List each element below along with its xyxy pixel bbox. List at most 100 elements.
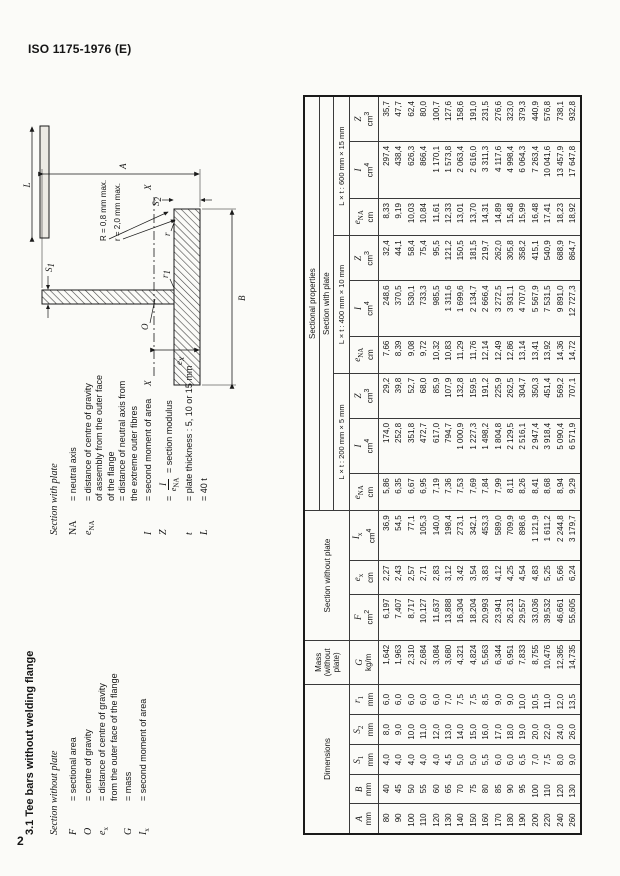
cell: 7,69 (467, 473, 481, 511)
cell: 1 170,1 (430, 141, 444, 199)
cell: 6,344 (492, 640, 506, 685)
label-x-right: X (143, 184, 153, 191)
cell: 589,0 (492, 510, 506, 561)
cell: 4,0 (378, 744, 394, 775)
cell: 3 931,1 (505, 280, 518, 337)
cell: 17,41 (542, 198, 555, 236)
cell: 9,0 (492, 684, 506, 715)
cell: 6,67 (405, 473, 419, 511)
cell: 8,94 (554, 473, 568, 511)
cell: 14,36 (554, 336, 568, 374)
definition-text: = second moment of area (137, 698, 148, 801)
definition-row: G= mass (123, 550, 135, 835)
col-group-mass: Mass (without plate) (304, 640, 350, 685)
cell: 23,941 (492, 594, 506, 641)
cell: 6,0 (430, 684, 444, 715)
cell: 7,5 (455, 684, 468, 715)
cell: 200 (529, 803, 543, 834)
definition-symbol: Z (157, 529, 169, 535)
cell: 4,25 (505, 560, 518, 595)
cell: 7,36 (443, 473, 456, 511)
cell: 6,951 (505, 640, 518, 685)
cell: 10,03 (405, 198, 419, 236)
definition-symbol: I (143, 531, 154, 535)
cell: 16,304 (455, 594, 468, 641)
cell: 60 (430, 774, 444, 804)
cell: 342,1 (467, 510, 481, 561)
cell: 985,5 (430, 280, 444, 337)
cell: 7,99 (492, 473, 506, 511)
cell: 4 998,4 (505, 141, 518, 199)
cell: 68,0 (418, 373, 431, 419)
cell: 18,92 (567, 198, 581, 236)
cell: 75 (467, 774, 481, 804)
cell: 6,35 (393, 473, 406, 511)
cell: 16,48 (529, 198, 543, 236)
cell: 95 (517, 774, 530, 804)
cell: 120 (430, 803, 444, 834)
cell: 13,14 (517, 336, 530, 374)
cell: 15,48 (505, 198, 518, 236)
cell: 12 727,3 (567, 280, 581, 337)
cell: 17,0 (492, 714, 506, 745)
cell: 4,0 (393, 744, 406, 775)
cell: 39,532 (542, 594, 555, 641)
cell: 2,57 (405, 560, 419, 595)
cell: 12,365 (554, 640, 568, 685)
cell: 6,0 (492, 744, 506, 775)
cell: 576,8 (542, 96, 555, 142)
cell: 2,71 (418, 560, 431, 595)
definition-row: Ix= second moment of area (138, 550, 154, 835)
cell: 62,4 (405, 96, 419, 142)
cell: 13,0 (443, 714, 456, 745)
cell: 11,0 (418, 714, 431, 745)
cell: 7,19 (430, 473, 444, 511)
cell: 191,0 (467, 96, 481, 142)
cell: 6,197 (378, 594, 394, 641)
cell: 9 891,0 (554, 280, 568, 337)
cell: 3 918,4 (542, 418, 555, 474)
cell: 6,0 (405, 684, 419, 715)
cell: 170 (492, 803, 506, 834)
cell: 240 (554, 803, 568, 834)
cell: 4,12 (492, 560, 506, 595)
cell: 4,824 (467, 640, 481, 685)
cell: 15,99 (517, 198, 530, 236)
cell: 11,637 (430, 594, 444, 641)
cell: 52,7 (405, 373, 419, 419)
cell: 10,476 (542, 640, 555, 685)
cell: 707,1 (567, 373, 581, 419)
definition-row: F= sectional area (68, 550, 80, 835)
cell: 20,993 (480, 594, 493, 641)
label-dim-B: B (237, 295, 247, 301)
cell: 3 272,5 (492, 280, 506, 337)
cell: 11,0 (542, 684, 555, 715)
cell: 3,54 (467, 560, 481, 595)
cell: 12,0 (430, 714, 444, 745)
definition-symbol: NA (68, 520, 79, 535)
cell: 140 (455, 803, 468, 834)
cell: 273,1 (455, 510, 468, 561)
cell: 3,83 (480, 560, 493, 595)
cell: 530,1 (405, 280, 419, 337)
cell: 70 (455, 774, 468, 804)
cell: 248,6 (378, 280, 394, 337)
cell: 4,0 (430, 744, 444, 775)
cell: 8,41 (529, 473, 543, 511)
tee-section (41, 208, 201, 386)
cell: 262,0 (492, 235, 506, 281)
cell: 13 457,9 (554, 141, 568, 199)
cell: 46,661 (554, 594, 568, 641)
cell: 6 571,9 (567, 418, 581, 474)
cell: 1 573,8 (443, 141, 456, 199)
cell: 7,66 (378, 336, 394, 374)
cell: 297,4 (378, 141, 394, 199)
